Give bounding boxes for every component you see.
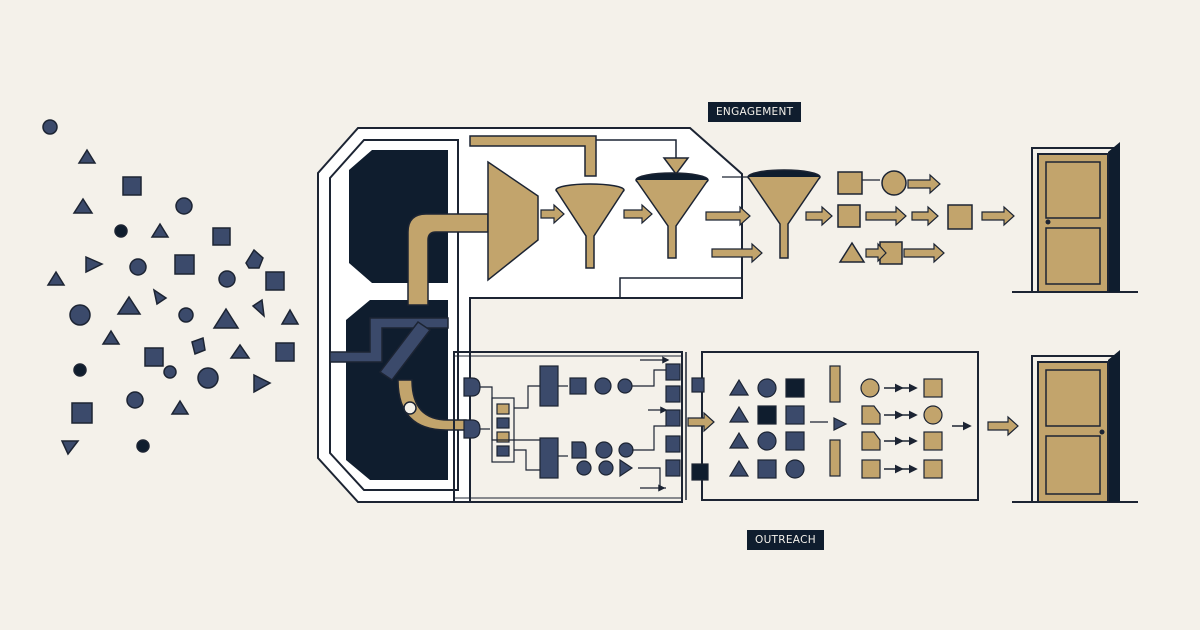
door-bottom bbox=[1012, 350, 1138, 503]
funnel-3 bbox=[747, 169, 821, 259]
funnel-2 bbox=[635, 172, 709, 259]
processing-hopper bbox=[317, 127, 743, 503]
outreach-label: OUTREACH bbox=[747, 530, 824, 550]
funnel-1 bbox=[555, 183, 625, 269]
engagement-pipeline bbox=[469, 135, 1015, 299]
engagement-label: ENGAGEMENT bbox=[708, 102, 802, 122]
outreach-pipeline bbox=[453, 351, 1019, 503]
door-top bbox=[1012, 142, 1138, 293]
scattered-input-shapes bbox=[42, 119, 300, 456]
